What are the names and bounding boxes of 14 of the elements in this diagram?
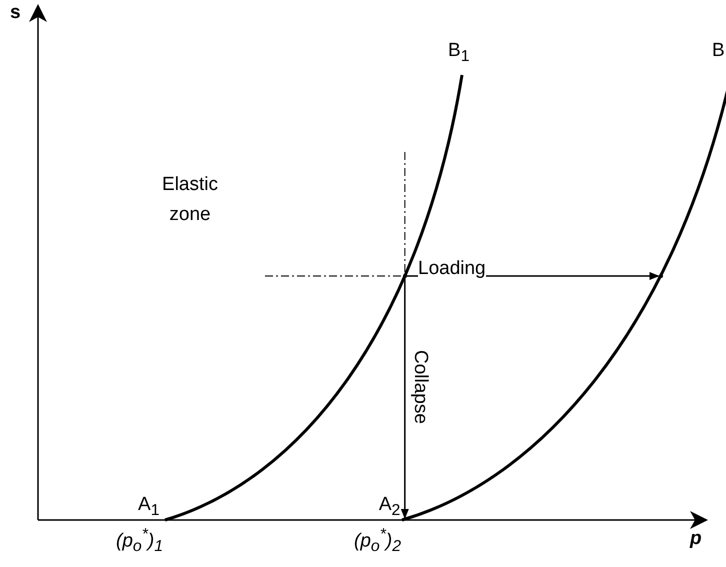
curve-label: B$_{1}$ [448, 40, 470, 67]
edge-label: Collapse [409, 350, 431, 424]
point-label: A$_{2}$ [378, 494, 403, 518]
edge-label: Loading [418, 258, 486, 280]
axis-label: p [690, 528, 702, 550]
pressure-label: (p$_{o}$$^{*}$)$_{2}$ [354, 525, 402, 558]
pressure-label: (p$_{o}$$^{*}$)$_{1}$ [116, 525, 164, 558]
arrow [400, 278, 409, 519]
region-label: Elastic zone [161, 173, 219, 227]
point-marker [658, 274, 663, 278]
point-marker [402, 274, 407, 278]
axis-label: s [10, 2, 21, 24]
curve-label: B [712, 40, 725, 62]
point-label: A$_{1}$ [138, 494, 160, 521]
